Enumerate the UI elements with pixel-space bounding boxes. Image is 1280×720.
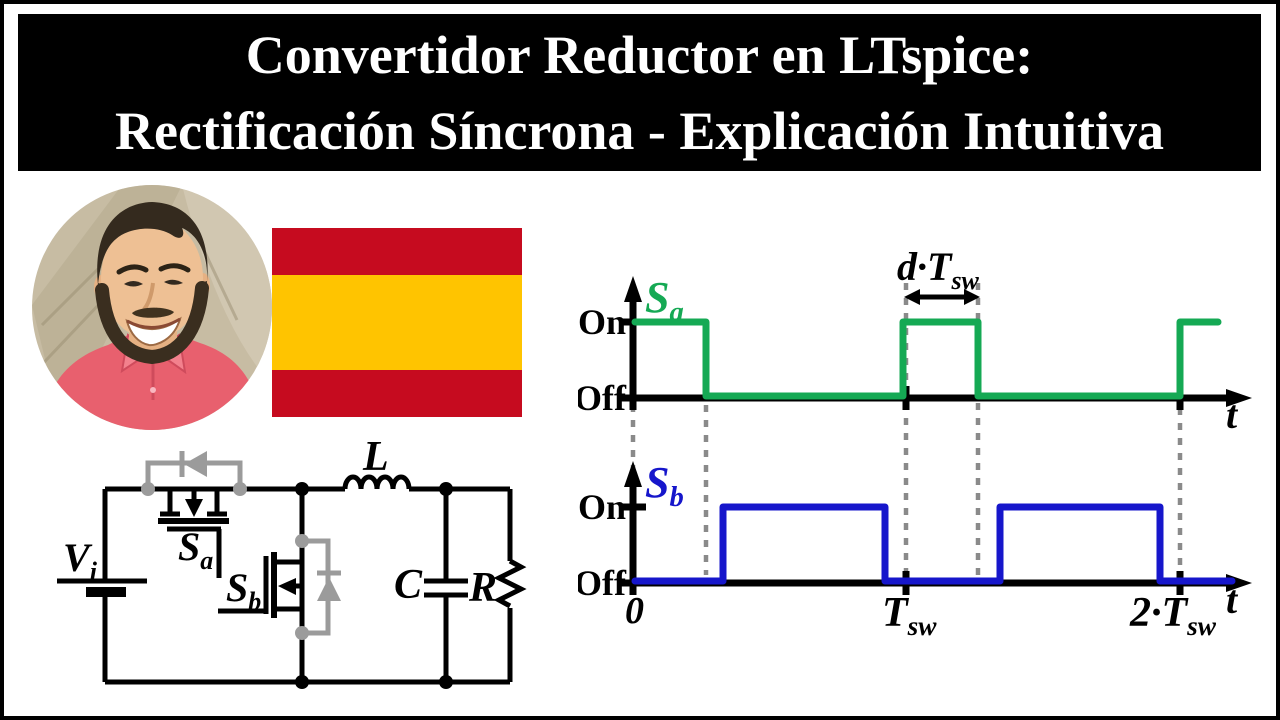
junction-dots (295, 482, 453, 689)
label-sa: Sa (178, 524, 213, 575)
sb-plot: Sb On Off t 0 Tsw 2·Tsw (578, 458, 1252, 641)
label-resistor: R (468, 565, 497, 611)
beard (95, 281, 209, 365)
sa-y-arrowhead (624, 276, 642, 302)
sa-off-label: Off (578, 378, 627, 418)
sb-signal-label: Sb (645, 458, 684, 513)
tsw-label: Tsw (882, 590, 937, 641)
label-vi: Vi (63, 535, 98, 586)
mustache (132, 307, 174, 318)
duty-arrow-left (904, 289, 920, 305)
eyebrows (116, 263, 191, 275)
title-banner: Convertidor Reductor en LTspice: Rectifi… (18, 14, 1261, 171)
presenter-portrait-illustration (32, 185, 272, 430)
eyes (124, 279, 183, 287)
flag-stripe-red-bottom (272, 370, 522, 417)
spain-flag-icon (272, 228, 522, 417)
hair (97, 202, 208, 285)
flag-stripe-red-top (272, 228, 522, 275)
sa-on-label: On (578, 302, 626, 342)
voltage-source-battery (57, 578, 147, 597)
title-line-2: Rectificación Síncrona - Explicación Int… (115, 100, 1164, 161)
flag-stripe-yellow (272, 275, 522, 370)
label-sb: Sb (226, 565, 261, 616)
sa-waveform-trace (631, 318, 1222, 400)
sa-signal-label: Sa (645, 273, 684, 328)
face (101, 217, 203, 339)
body-diode-sa (141, 451, 247, 496)
two-tsw-label: 2·Tsw (1129, 590, 1217, 641)
sb-off-label: Off (578, 563, 627, 603)
body-diode-sb (295, 534, 341, 640)
capacitor-plates (424, 578, 468, 598)
label-capacitor: C (394, 562, 423, 608)
circuit-wires (102, 486, 513, 685)
mosfet-sa (158, 489, 229, 578)
presenter-photo (32, 185, 272, 430)
switching-waveforms: Sa On Off t d·Tsw Sb On Off t (578, 244, 1252, 641)
sa-time-label: t (1226, 392, 1239, 437)
inductor-coil (342, 474, 412, 490)
sb-on-label: On (578, 487, 626, 527)
duty-arrow-right (964, 289, 980, 305)
sb-y-arrowhead (624, 461, 642, 487)
origin-label: 0 (625, 590, 644, 632)
resistor-zigzag (493, 558, 527, 609)
duty-cycle-annotation: d·Tsw (897, 244, 980, 305)
sb-waveform-trace (631, 503, 1236, 585)
mosfet-sb (218, 552, 302, 618)
title-line-1: Convertidor Reductor en LTspice: (245, 24, 1034, 85)
sa-t-arrowhead (1226, 389, 1252, 407)
label-inductor: L (362, 434, 389, 480)
sa-plot: Sa On Off t d·Tsw (578, 244, 1252, 437)
buck-converter-circuit-diagram: Vi Sa Sb L C R (57, 434, 527, 689)
smile (125, 316, 182, 347)
duty-label: d·Tsw (897, 244, 980, 295)
sb-time-label: t (1226, 577, 1239, 622)
